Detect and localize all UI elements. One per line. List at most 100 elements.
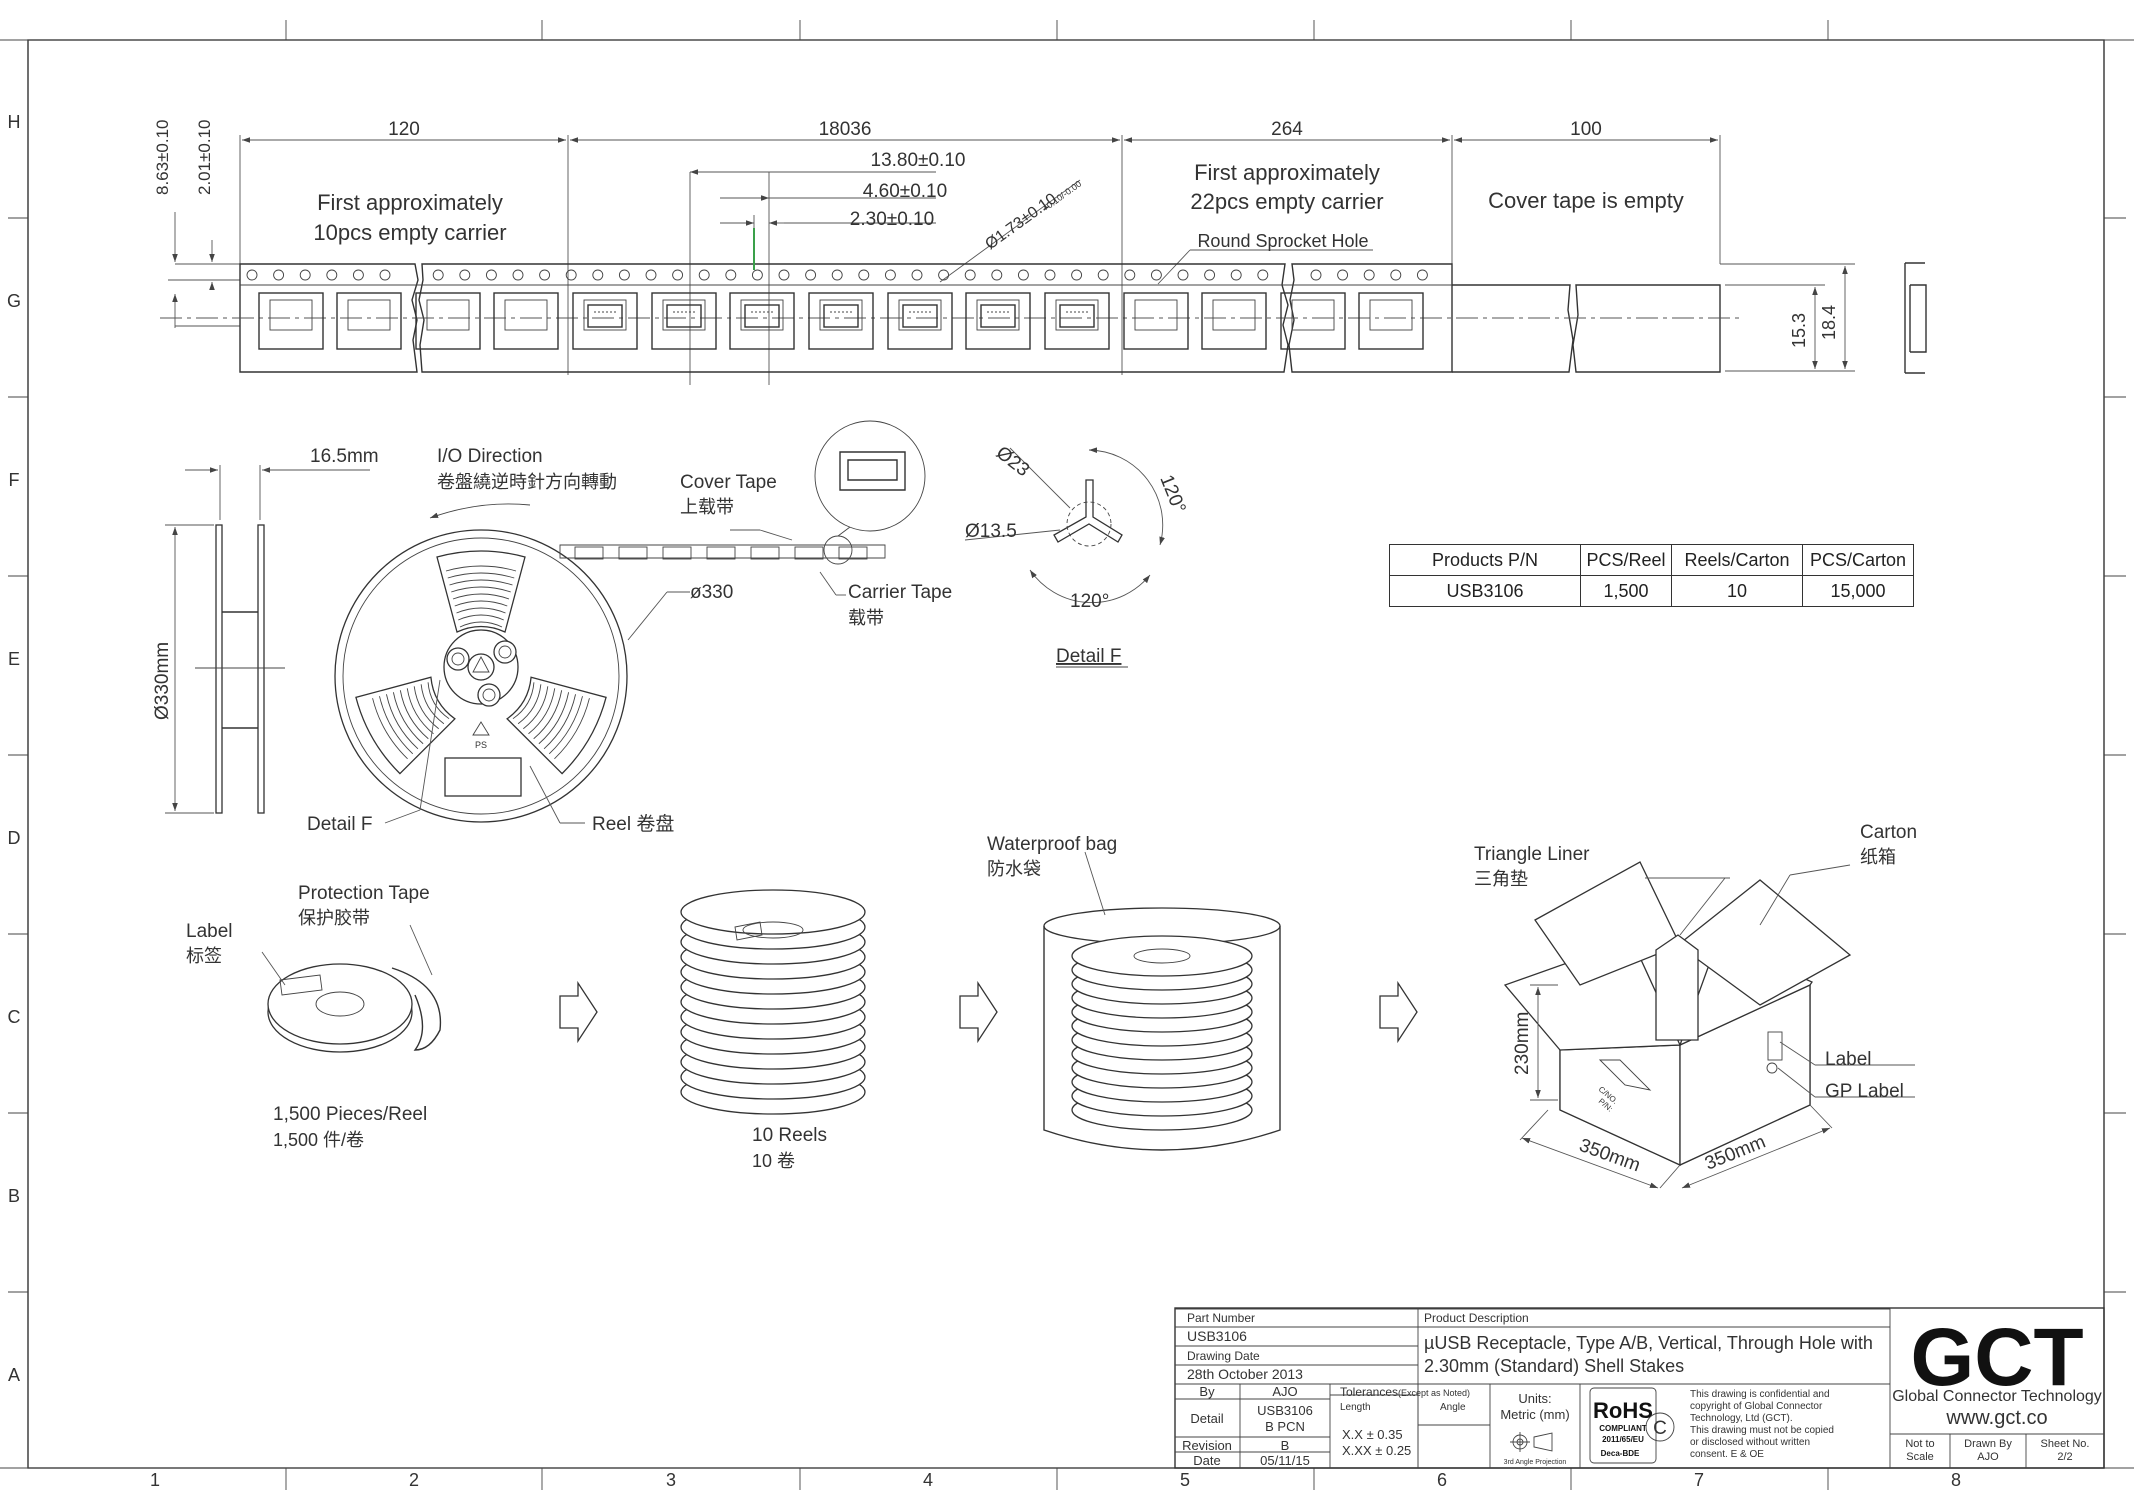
rohs-deca: Deca-BDE — [1601, 1449, 1640, 1458]
tb-copyright-6: consent. E & OE — [1690, 1449, 1764, 1460]
tb-detail-2: B PCN — [1265, 1419, 1305, 1434]
col-label: 3 — [666, 1470, 676, 1490]
reel-side-view: 16.5mm Ø330mm — [152, 446, 379, 814]
tb-copyright-2: copyright of Global Connector — [1690, 1401, 1823, 1412]
sprocket-hole — [565, 269, 577, 281]
tb-sheet: 2/2 — [2057, 1451, 2072, 1463]
tb-copyright-3: Technology, Ltd (GCT). — [1690, 1413, 1793, 1424]
tb-revision: B — [1281, 1438, 1290, 1453]
sprocket-hole — [884, 269, 896, 281]
row-label: B — [8, 1186, 20, 1206]
dim-hole-pitch: 4.60±0.10 — [863, 181, 947, 202]
packing-table: Products P/N PCS/Reel Reels/Carton PCS/C… — [1389, 544, 1914, 607]
tb-copyright-4: This drawing must not be copied — [1690, 1425, 1834, 1436]
carrier-tape-label: Carrier Tape — [848, 582, 952, 603]
tb-detail-1: USB3106 — [1257, 1403, 1313, 1418]
tape-pocket — [258, 292, 324, 350]
tape-pocket-mark — [706, 546, 736, 560]
sprocket-hole — [1390, 269, 1402, 281]
tb-revision-label: Revision — [1182, 1438, 1232, 1453]
waterproof-bag-illustration — [1043, 907, 1281, 1151]
tape-pocket-mark — [838, 546, 868, 560]
sprocket-hole — [592, 269, 604, 281]
sprocket-hole — [1363, 269, 1375, 281]
tb-scale-label-1: Not to — [1905, 1438, 1934, 1450]
carrier-tape-cn: 载带 — [848, 608, 884, 628]
leader-note-line1: First approximately — [317, 190, 503, 215]
reel-dia-dim: Ø330mm — [152, 642, 173, 720]
reel-dia-330: ø330 — [690, 582, 733, 603]
tb-part-number: USB3106 — [1187, 1328, 1247, 1344]
table-cell: 1,500 — [1580, 575, 1672, 607]
dim-15-3: 15.3 — [1789, 313, 1809, 348]
tape-pocket — [1123, 292, 1189, 350]
projection-symbol-icon — [1510, 1432, 1553, 1452]
reel-window — [355, 676, 456, 775]
sprocket-hole — [1017, 269, 1029, 281]
gct-logo: GCT — [1910, 1312, 2083, 1403]
rohs-text: RoHS — [1593, 1398, 1653, 1423]
tape-pocket — [493, 292, 559, 350]
carton-illustration — [1503, 861, 1852, 1167]
col-label: 1 — [150, 1470, 160, 1490]
stacked-reel — [680, 889, 866, 935]
tb-product-desc-2: 2.30mm (Standard) Shell Stakes — [1424, 1356, 1684, 1376]
io-direction-cn: 卷盤繞逆時針方向轉動 — [437, 472, 617, 492]
flow-arrow-2 — [959, 980, 998, 1044]
tb-units-label: Units: — [1518, 1391, 1551, 1406]
carton-box-label: Label — [1825, 1049, 1872, 1070]
tb-part-number-label: Part Number — [1187, 1311, 1255, 1325]
sprocket-hole — [459, 269, 471, 281]
sprocket-hole — [299, 269, 311, 281]
detail-angle-1: 120° — [1155, 472, 1189, 516]
reels-count: 10 Reels — [752, 1125, 827, 1146]
sprocket-hole — [858, 269, 870, 281]
gp-label: GP Label — [1825, 1081, 1904, 1102]
sprocket-hole — [672, 269, 684, 281]
row-label: A — [8, 1365, 20, 1385]
triangle-liner-label: Triangle Liner — [1474, 844, 1590, 865]
col-label: 2 — [409, 1470, 419, 1490]
dim-8-63: 8.63±0.10 — [153, 119, 172, 195]
cover-tape-label: Cover Tape — [680, 472, 777, 493]
waterproof-bag-cn: 防水袋 — [987, 859, 1041, 879]
tb-copyright-5: or disclosed without written — [1690, 1437, 1810, 1448]
sprocket-hole — [273, 269, 285, 281]
detail-d13-5: Ø13.5 — [965, 521, 1017, 542]
tape-pocket — [808, 292, 874, 350]
triangle-liner-cn: 三角垫 — [1474, 869, 1528, 889]
reel-width-dim: 16.5mm — [310, 446, 379, 467]
cover-tape-cn: 上载带 — [680, 497, 734, 517]
col-label: 5 — [1180, 1470, 1190, 1490]
tape-pocket-mark — [574, 546, 604, 560]
tb-copyright-1: This drawing is confidential and — [1690, 1389, 1830, 1400]
protection-tape-label: Protection Tape — [298, 883, 430, 904]
tb-tol-1: X.X ± 0.35 — [1342, 1427, 1403, 1442]
packing-flow: Label 标签 Protection Tape 保护胶带 1,500 Piec… — [186, 822, 1917, 1189]
tb-drawn-by: AJO — [1977, 1451, 1999, 1463]
rohs-dir: 2011/65/EU — [1602, 1435, 1644, 1444]
dim-pocket-pitch: 13.80±0.10 — [871, 150, 966, 171]
table-cell: USB3106 — [1389, 575, 1581, 607]
detail-d23: Ø23 — [992, 442, 1033, 481]
sprocket-hole — [326, 269, 338, 281]
tb-date-label: Date — [1193, 1453, 1220, 1468]
sprocket-hole — [512, 269, 524, 281]
sprocket-hole — [379, 269, 391, 281]
tape-pocket — [887, 292, 953, 350]
carrier-tape-strip: 120 18036 264 100 13.80±0.10 4.60±0.10 2… — [153, 119, 1927, 385]
tb-tol-2: X.XX ± 0.25 — [1342, 1443, 1411, 1458]
tape-pocket — [729, 292, 795, 350]
pcs-per-reel-cn: 1,500 件/卷 — [273, 1130, 364, 1150]
trailer-note-line2: 22pcs empty carrier — [1190, 189, 1383, 214]
sprocket-hole — [1257, 269, 1269, 281]
row-label: C — [8, 1007, 21, 1027]
sprocket-hole — [805, 269, 817, 281]
sprocket-hole — [751, 269, 763, 281]
table-cell: 15,000 — [1802, 575, 1914, 607]
dim-leader-length: 120 — [388, 119, 420, 140]
tape-pocket — [965, 292, 1031, 350]
sprocket-hole — [1204, 269, 1216, 281]
carton-height-dim: 230mm — [1512, 1012, 1533, 1075]
sprocket-hole — [645, 269, 657, 281]
